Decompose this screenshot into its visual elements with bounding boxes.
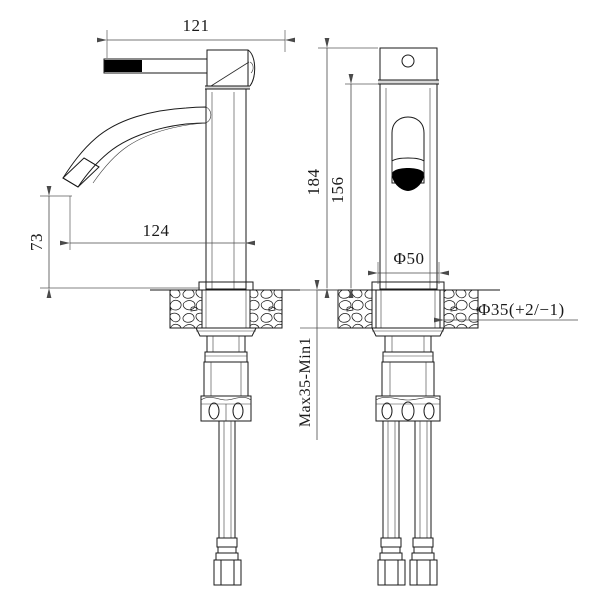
dim-label-184: 184 [304, 169, 323, 196]
dimension-deck-thickness: Max35-Min1 [297, 280, 338, 440]
lever-black-tip [104, 60, 142, 72]
spout-outlet-face [392, 168, 424, 191]
dim-label-124: 124 [143, 221, 170, 240]
supply-hose-left [213, 420, 242, 586]
mounting-hardware-right [371, 327, 445, 422]
spout [62, 106, 212, 188]
dim-label-156: 156 [328, 177, 347, 204]
supply-hose-right-2 [409, 420, 438, 586]
dim-label-121: 121 [183, 16, 210, 35]
pivot-screw-hole [401, 54, 415, 68]
supply-hose-right-1 [377, 420, 406, 586]
front-view: 184 156 Φ50 Φ35(+2/−1) Max3 [297, 38, 578, 586]
dim-label-phi35: Φ35(+2/−1) [478, 300, 565, 319]
side-view: 121 124 73 [27, 16, 300, 586]
dimension-121: 121 [97, 16, 295, 58]
dim-label-phi50: Φ50 [394, 249, 425, 268]
dimension-73: 73 [27, 186, 200, 298]
faucet-body-column [205, 88, 247, 290]
dim-label-deck-thickness: Max35-Min1 [297, 337, 314, 427]
mounting-hardware-left [195, 327, 257, 422]
countertop-section-left [150, 281, 300, 329]
dimension-156: 156 [328, 74, 378, 298]
dimension-phi50: Φ50 [368, 249, 449, 284]
spout-front [391, 116, 425, 191]
dimension-phi35: Φ35(+2/−1) [434, 300, 578, 323]
faucet-body-front [379, 83, 438, 290]
countertop-section-right [318, 281, 500, 329]
dim-label-73: 73 [27, 233, 46, 251]
dimension-124: 124 [60, 196, 255, 250]
dimension-184: 184 [304, 38, 378, 298]
